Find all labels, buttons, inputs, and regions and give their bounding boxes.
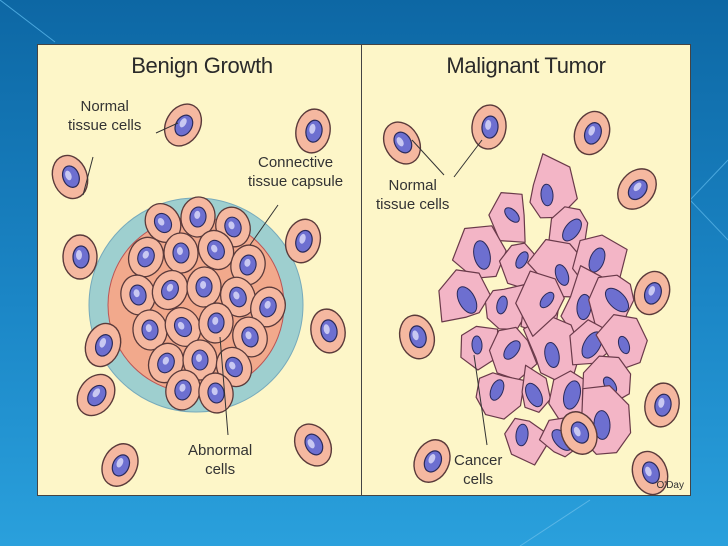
nucleus — [554, 264, 570, 286]
normal-cells-group — [382, 104, 680, 496]
nucleus — [473, 240, 491, 270]
normal-label-pointer-2 — [82, 156, 94, 196]
abnormal-cell — [180, 196, 216, 238]
benign-title: Benign Growth — [131, 53, 273, 78]
normal-cell — [293, 423, 333, 467]
normal-cell — [163, 103, 203, 147]
cancer-cell — [529, 153, 578, 219]
normal-cell — [382, 121, 422, 165]
abnormal-cell — [186, 266, 222, 308]
abnormal-cell — [197, 229, 235, 271]
nucleus — [562, 380, 582, 410]
nucleus — [544, 342, 560, 368]
abnormal-cell — [219, 276, 257, 318]
normal-cell — [84, 322, 122, 368]
normal-cell — [398, 314, 436, 360]
tumor-mass — [438, 153, 648, 466]
normal-label-pointer — [155, 122, 179, 134]
normal-cells-group — [51, 103, 346, 487]
cancer-label-pointer — [473, 354, 488, 446]
capsule-label-pointer — [249, 204, 279, 246]
artist-signature: O'Day — [656, 480, 684, 491]
nucleus — [562, 218, 582, 242]
malignant-title: Malignant Tumor — [446, 53, 606, 78]
abnormal-cell — [232, 316, 268, 358]
normal-cell — [617, 168, 657, 210]
normal-cell — [284, 218, 322, 264]
normal-cell — [471, 104, 507, 150]
nucleus — [496, 295, 508, 315]
normal-cell — [560, 411, 598, 455]
abnormal-cell — [198, 302, 234, 344]
normal-cell — [633, 270, 671, 316]
normal-cell — [101, 443, 139, 487]
abnormal-cell — [144, 203, 182, 243]
abnormal-cell — [163, 232, 199, 274]
normal-cell — [573, 110, 611, 156]
abnormal-cell — [151, 269, 189, 311]
abnormal-label-pointer — [219, 336, 229, 436]
nucleus — [540, 183, 554, 207]
normal-cell — [295, 108, 331, 154]
malignant-illustration — [382, 104, 680, 496]
normal-cell — [51, 154, 89, 200]
nucleus — [515, 423, 529, 447]
nucleus — [456, 286, 478, 314]
nucleus — [471, 335, 483, 355]
nucleus — [617, 335, 631, 355]
normal-cell — [644, 382, 680, 428]
abnormal-cell — [198, 372, 234, 414]
nucleus — [525, 382, 543, 408]
abnormal-cell-cluster — [120, 196, 286, 414]
abnormal-cell — [165, 369, 201, 411]
nucleus — [503, 340, 521, 360]
nucleus — [604, 287, 630, 313]
normal-cell — [62, 234, 98, 280]
abnormal-cell — [164, 307, 202, 347]
normal-cell — [631, 450, 669, 496]
benign-illustration — [51, 103, 346, 487]
abnormal-cell — [182, 339, 218, 381]
nucleus — [489, 379, 505, 401]
normal-label-pointer — [411, 139, 445, 176]
normal-cell — [413, 439, 451, 483]
abnormal-cell — [230, 244, 266, 286]
normal-label-pointer-2 — [453, 139, 483, 178]
normal-cell — [76, 373, 116, 417]
nucleus — [504, 207, 520, 223]
normal-cell — [310, 308, 346, 354]
nucleus — [515, 251, 529, 269]
nucleus — [539, 291, 555, 309]
